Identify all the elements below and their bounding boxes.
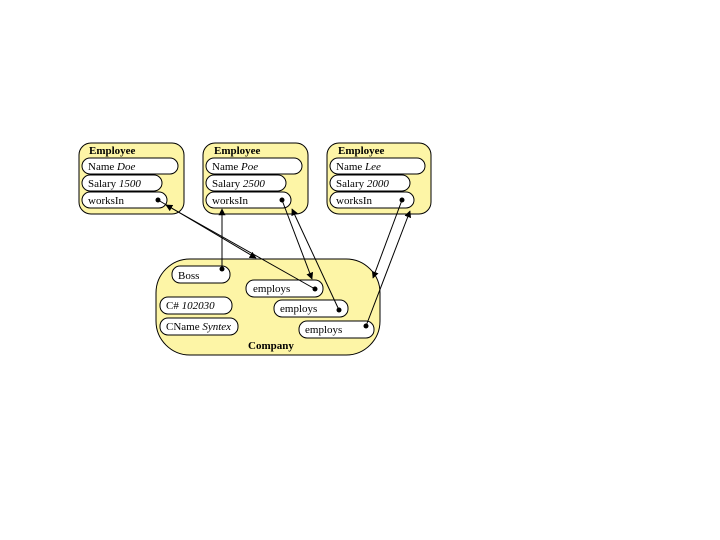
employee-doe-worksin-field	[81, 191, 168, 209]
employee-poe-name: Name Poe	[212, 161, 258, 173]
employs-3-arrow	[365, 210, 412, 327]
lee-worksin-arrow	[371, 199, 403, 279]
employee-lee-worksin-field	[329, 191, 415, 209]
employee-lee-object: Employee Name Lee Salary 2000 worksIn	[326, 142, 432, 215]
company-object: Boss employs C# 102030 employs CName Syn…	[155, 258, 381, 356]
employee-doe-title: Employee	[89, 145, 136, 157]
company-employs-field-2	[273, 299, 349, 318]
company-boss-field	[171, 265, 231, 284]
employee-poe-worksin: worksIn	[212, 195, 249, 207]
company-boss-label: Boss	[178, 270, 199, 282]
employee-lee-salary-field	[329, 174, 411, 192]
employee-doe-salary-field	[81, 174, 163, 192]
employee-poe-object: Employee Name Poe Salary 2500 worksIn	[202, 142, 309, 215]
company-employs-label-1: employs	[253, 283, 290, 295]
company-cnum-field	[159, 296, 233, 315]
company-employs-label-3: employs	[305, 324, 342, 336]
employee-lee-worksin: worksIn	[336, 195, 373, 207]
employs-1-arrow	[165, 204, 316, 290]
employee-doe-name: Name Doe	[88, 161, 135, 173]
employee-doe-worksin: worksIn	[88, 195, 125, 207]
employee-doe-salary: Salary 1500	[88, 178, 141, 190]
employee-lee-title: Employee	[338, 145, 385, 157]
reference-arrows	[155, 197, 412, 329]
employee-lee-name: Name Lee	[336, 161, 381, 173]
employee-poe-salary: Salary 2500	[212, 178, 265, 190]
employee-lee-salary: Salary 2000	[336, 178, 389, 190]
company-employs-label-2: employs	[280, 303, 317, 315]
poe-worksin-arrow	[281, 199, 314, 280]
employee-lee-name-field	[329, 157, 426, 175]
employee-poe-worksin-field	[205, 191, 292, 209]
employee-doe-object: Employee Name Doe Salary 1500 worksIn	[78, 142, 185, 215]
company-cname: CName Syntex	[166, 321, 231, 333]
company-title: Company	[248, 340, 294, 352]
employee-poe-salary-field	[205, 174, 287, 192]
employee-doe-name-field	[81, 157, 179, 175]
employee-poe-title: Employee	[214, 145, 261, 157]
company-employs-field-3	[298, 320, 375, 339]
company-employs-field-1	[245, 279, 324, 298]
company-cname-field	[159, 317, 239, 336]
company-cnum: C# 102030	[166, 300, 215, 312]
employee-poe-name-field	[205, 157, 303, 175]
employs-2-arrow	[291, 208, 340, 311]
